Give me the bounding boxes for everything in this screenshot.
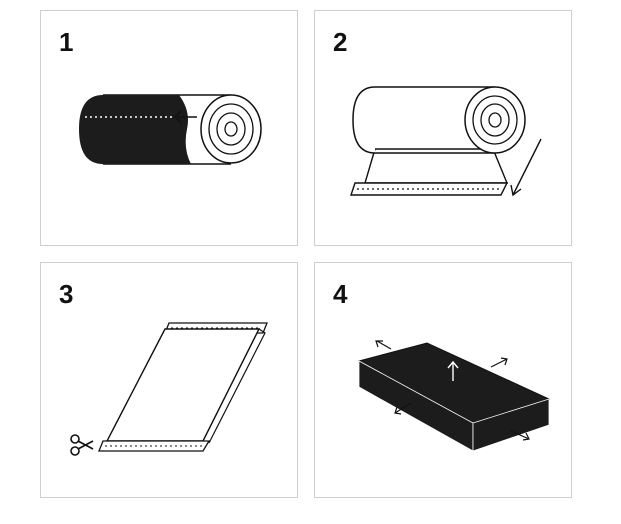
- step-2-number: 2: [333, 27, 348, 57]
- pull-out-sheet-icon: [350, 86, 542, 197]
- step-4-panel: 4: [314, 262, 572, 498]
- cut-packaging-icon: [98, 322, 268, 452]
- step-4-number: 4: [333, 279, 348, 309]
- unroll-mattress-icon: [79, 94, 262, 165]
- step-1-panel: 1: [40, 10, 298, 246]
- mattress-expand-icon: [357, 340, 551, 452]
- scissors-icon: [70, 434, 94, 456]
- step-3-number: 3: [59, 279, 74, 309]
- step-3-panel: 3: [40, 262, 298, 498]
- step-1-number: 1: [59, 27, 74, 57]
- step-2-panel: 2: [314, 10, 572, 246]
